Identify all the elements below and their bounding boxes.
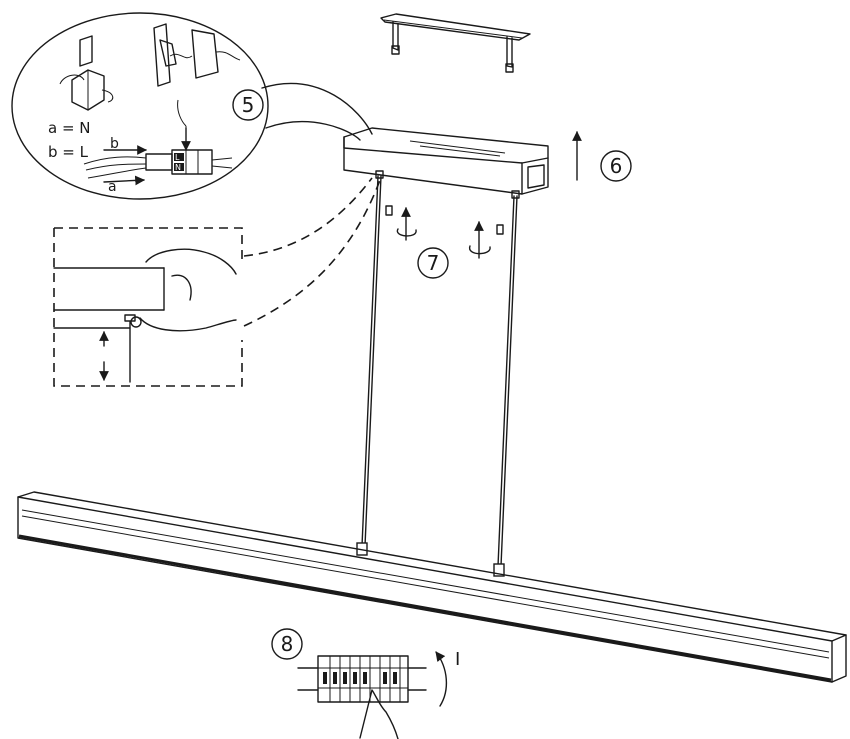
step-7-badge: 7: [417, 247, 449, 279]
step-7-number: 7: [427, 251, 440, 275]
led-light-bar: [17, 491, 847, 683]
mounting-bracket: [380, 13, 531, 73]
step-6-number: 6: [610, 154, 623, 178]
step-6-badge: 6: [600, 150, 632, 182]
rotation-markers: [385, 205, 504, 259]
wire-b-label: b: [110, 136, 119, 152]
wiring-label-b: b = L: [48, 143, 89, 161]
suspension-cables: [356, 170, 520, 577]
terminal-l-label: L: [175, 153, 180, 162]
wire-a-label: a: [108, 179, 117, 195]
ceiling-canopy: [343, 127, 549, 195]
step-5-number: 5: [242, 93, 255, 117]
terminal-n-label: N: [175, 163, 181, 172]
breaker-panel: [297, 651, 447, 739]
step-8-badge: 8: [271, 628, 303, 660]
wiring-label-a: a = N: [48, 119, 91, 137]
step-5-badge: 5: [232, 89, 264, 121]
breaker-on-label: I: [455, 649, 460, 670]
step-8-number: 8: [281, 632, 294, 656]
height-adjust-detail: [53, 177, 381, 387]
wiring-detail-bubble: [11, 12, 373, 200]
